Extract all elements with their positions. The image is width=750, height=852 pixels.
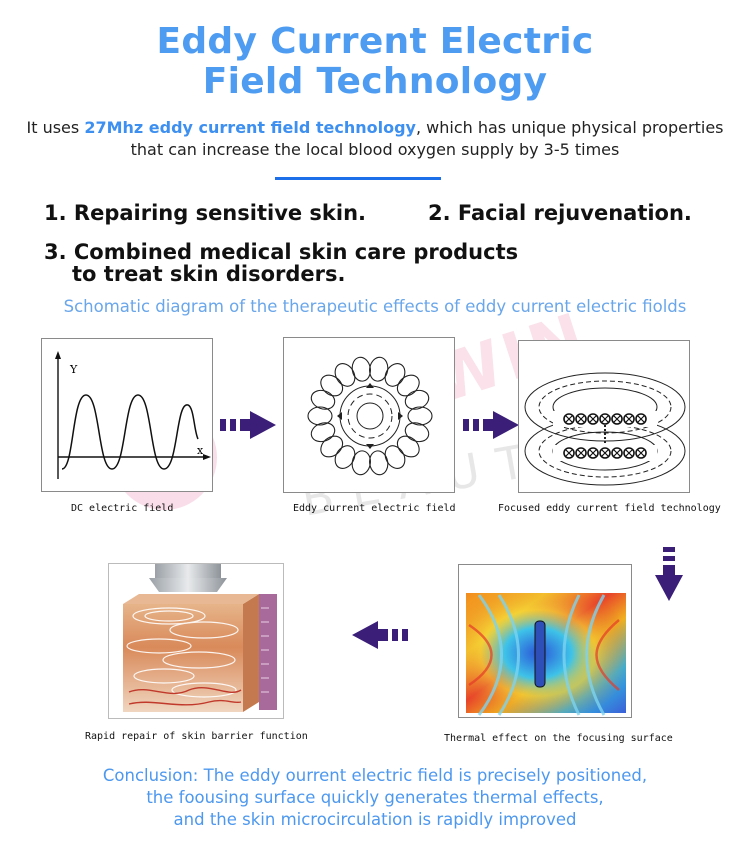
intro-text: It uses 27Mhz eddy current field technol… bbox=[0, 117, 750, 161]
eddy-loop bbox=[351, 356, 371, 382]
eddy-loop bbox=[307, 406, 333, 426]
diagram-title: Schomatic diagram of the therapeutic eff… bbox=[63, 297, 687, 316]
panel-eddy-field bbox=[283, 337, 455, 493]
coil-cross bbox=[577, 415, 585, 423]
intro-highlight: 27Mhz eddy current field technology bbox=[84, 118, 416, 137]
eddy-loop bbox=[334, 363, 356, 387]
right-arrow-icon bbox=[220, 411, 276, 439]
caption-focused-field: Focused eddy current field technology bbox=[498, 503, 721, 514]
skin-section-illustration bbox=[123, 564, 277, 712]
intro-line1: It uses 27Mhz eddy current field technol… bbox=[0, 117, 750, 139]
benefit-3-line2: to treat skin disorders. bbox=[72, 262, 346, 286]
eddy-loops bbox=[307, 356, 433, 476]
caption-skin-repair: Rapid repair of skin barrier function bbox=[85, 731, 308, 742]
thermal-map bbox=[466, 593, 626, 716]
panel-focused-field bbox=[518, 340, 690, 493]
y-axis-label: Y bbox=[69, 363, 78, 376]
coil-cross bbox=[601, 449, 609, 457]
intro-suffix: , which has unique physical properties bbox=[415, 118, 724, 137]
right-arrow-icon bbox=[463, 411, 519, 439]
eddy-loop bbox=[404, 422, 430, 443]
intro-line2: that can increase the local blood oxygen… bbox=[130, 140, 620, 159]
conclusion-line2: the foousing surface quickly generates t… bbox=[146, 788, 604, 807]
eddy-loop bbox=[384, 363, 406, 387]
eddy-loop bbox=[404, 389, 430, 410]
coil-cross bbox=[625, 415, 633, 423]
eddy-loop bbox=[396, 435, 420, 458]
panel-skin-repair bbox=[108, 563, 284, 719]
page-title-line1: Eddy Current Electric bbox=[156, 21, 594, 62]
caption-eddy-field: Eddy current electric field bbox=[293, 503, 456, 514]
coil-cross bbox=[625, 449, 633, 457]
focused-field-lines bbox=[524, 372, 686, 486]
eddy-loop bbox=[320, 374, 344, 397]
coil-cross bbox=[637, 449, 645, 457]
caption-dc-field: DC electric field bbox=[71, 503, 174, 514]
coil-cross bbox=[589, 415, 597, 423]
coil-cross bbox=[589, 449, 597, 457]
coil-cross bbox=[637, 415, 645, 423]
coil-cross bbox=[565, 415, 573, 423]
eddy-loop bbox=[396, 374, 420, 397]
page-title-line2: Field Technology bbox=[202, 61, 548, 102]
eddy-loop bbox=[334, 445, 356, 469]
eddy-loop bbox=[369, 356, 389, 382]
x-axis-label: x bbox=[197, 444, 204, 457]
coil-cross bbox=[613, 415, 621, 423]
caption-thermal-effect: Thermal effect on the focusing surface bbox=[444, 733, 673, 744]
conclusion-line1: Conclusion: The eddy ourrent electric fi… bbox=[102, 766, 648, 785]
benefit-2: 2. Facial rejuvenation. bbox=[428, 201, 692, 225]
intro-prefix: It uses bbox=[26, 118, 85, 137]
eddy-loop bbox=[384, 445, 406, 469]
coil-cross bbox=[613, 449, 621, 457]
coil-cross bbox=[565, 449, 573, 457]
eddy-loop bbox=[407, 406, 433, 426]
eddy-loop bbox=[310, 389, 336, 410]
eddy-loop bbox=[320, 435, 344, 458]
dc-field-wave: Y x bbox=[55, 351, 211, 479]
coil-cross bbox=[601, 415, 609, 423]
down-arrow-icon bbox=[655, 547, 683, 601]
panel-thermal-effect bbox=[458, 564, 632, 718]
benefit-1: 1. Repairing sensitive skin. bbox=[44, 201, 367, 225]
coil-cross bbox=[577, 449, 585, 457]
eddy-loop bbox=[369, 450, 389, 476]
eddy-loop bbox=[310, 422, 336, 443]
left-arrow-icon bbox=[352, 621, 408, 649]
panel-dc-field: Y x bbox=[41, 338, 213, 492]
benefit-3-line1: 3. Combined medical skin care products bbox=[44, 240, 519, 264]
conclusion-line3: and the skin microcirculation is rapidly… bbox=[173, 810, 577, 829]
eddy-loop bbox=[351, 450, 371, 476]
title-divider bbox=[275, 177, 441, 180]
